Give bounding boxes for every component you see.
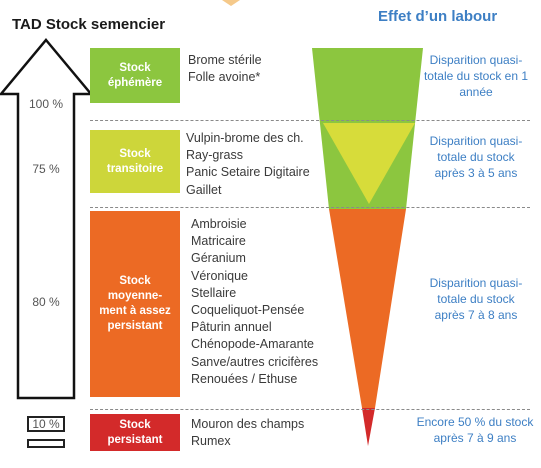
species-item: Vulpin-brome des ch. xyxy=(186,131,304,145)
top-accent-marker xyxy=(222,0,240,6)
species-item: Ambroisie xyxy=(191,217,247,231)
species-item: Pâturin annuel xyxy=(191,320,272,335)
seed-stock-title: TAD Stock semencier xyxy=(12,16,166,33)
stock-box-persistent: Stock persistant xyxy=(90,414,180,451)
species-item: Renouées / Ethuse xyxy=(191,371,298,386)
species-item: Véronique xyxy=(191,268,248,283)
separator-line-3 xyxy=(90,409,530,410)
percentage-label-1: 100 % xyxy=(26,97,66,111)
species-item: Matricaire xyxy=(191,234,246,249)
base-box xyxy=(27,439,65,448)
species-item: Panic Setaire Digitaire xyxy=(186,165,310,180)
funnel-red-tip xyxy=(362,408,375,446)
effect-text-moderately-persistent: Disparition quasi-totale du stock après … xyxy=(429,276,523,322)
funnel-yellow-section xyxy=(323,123,415,204)
species-item: Coqueliquot-Pensée xyxy=(191,303,305,318)
species-list-moderately-persistent: Ambroisie Matricaire Géranium Véronique … xyxy=(191,216,318,388)
stock-box-moderately-persistent: Stock moyenne- ment à assez persistant xyxy=(90,211,180,397)
effect-text-transitional: Disparition quasi-totale du stock après … xyxy=(429,134,523,180)
species-item: Rumex xyxy=(191,434,231,449)
percentage-label-4: 10 % xyxy=(27,416,65,432)
species-item: Brome stérile xyxy=(188,53,262,67)
stock-box-ephemeral: Stock éphémère xyxy=(90,48,180,103)
species-list-transitional: Vulpin-brome des ch. Ray-grass Panic Set… xyxy=(186,130,310,199)
effect-text-ephemeral: Disparition quasi-totale du stock en 1 a… xyxy=(423,53,529,99)
effect-text-persistent: Encore 50 % du stock après 7 à 9 ans xyxy=(416,415,534,445)
funnel-orange-section xyxy=(329,209,406,408)
species-item: Ray-grass xyxy=(186,148,243,163)
upward-arrow-icon xyxy=(0,38,94,400)
species-item: Chénopode-Amarante xyxy=(191,337,314,352)
separator-line-2 xyxy=(90,207,530,208)
species-item: Gaillet xyxy=(186,182,222,197)
separator-line-1 xyxy=(90,120,530,121)
species-item: Géranium xyxy=(191,251,246,266)
plowing-effect-title: Effet d’un labour xyxy=(378,8,498,25)
stock-box-transitional: Stock transitoire xyxy=(90,130,180,193)
percentage-label-3: 80 % xyxy=(26,295,66,309)
percentage-label-2: 75 % xyxy=(26,162,66,176)
species-list-persistent: Mouron des champs Rumex xyxy=(191,416,304,450)
species-list-ephemeral: Brome stérile Folle avoine* xyxy=(188,52,262,86)
species-item: Sanve/autres cricifères xyxy=(191,354,319,369)
species-item: Stellaire xyxy=(191,285,237,300)
species-item: Folle avoine* xyxy=(188,70,261,85)
species-item: Mouron des champs xyxy=(191,417,305,431)
